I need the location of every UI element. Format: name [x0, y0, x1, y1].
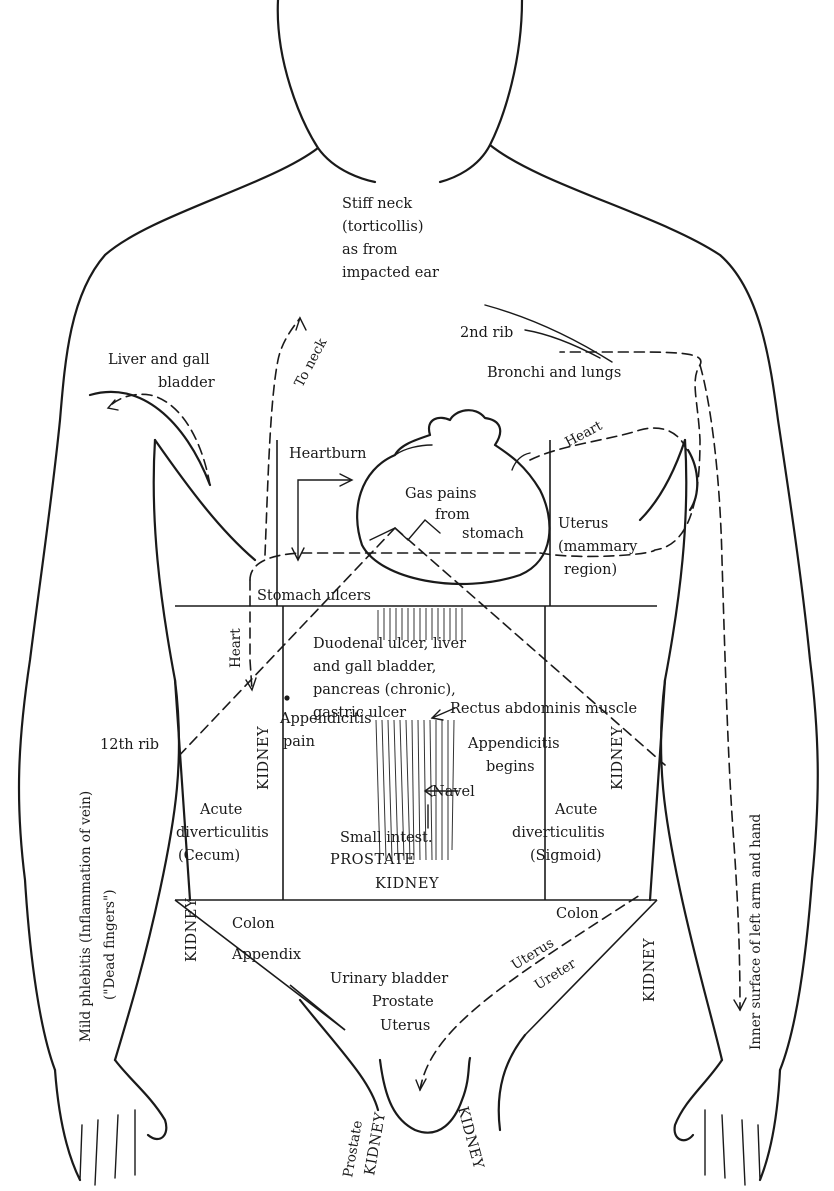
label-uterus-mammary-3: region) — [564, 562, 617, 578]
label-urinary-bladder: Urinary bladder — [330, 971, 448, 987]
label-colon-left: Colon — [232, 916, 275, 932]
label-heart-left: Heart — [228, 628, 244, 668]
label-appendix: Appendix — [231, 947, 301, 963]
label-prostate-lower: Prostate — [372, 994, 434, 1010]
label-bronchi-lungs: Bronchi and lungs — [487, 365, 621, 381]
label-duodenal-2: and gall bladder, — [313, 659, 436, 675]
label-inner-surface: Inner surface of left arm and hand — [748, 813, 764, 1050]
label-uterus-lower: Uterus — [380, 1018, 430, 1034]
label-navel: Navel — [432, 784, 475, 800]
label-liver-gall-2: bladder — [158, 375, 215, 391]
label-kidney-center: KIDNEY — [375, 876, 439, 892]
label-duodenal-1: Duodenal ulcer, liver — [313, 636, 466, 652]
label-kidney-bottom-left: KIDNEY — [362, 1111, 389, 1177]
label-to-neck: To neck — [291, 335, 330, 390]
label-acute-div-left-1: Acute — [199, 802, 242, 818]
label-appendicitis-begins-1: Appendicitis — [467, 736, 560, 752]
label-stiff-neck-4: impacted ear — [342, 265, 439, 281]
label-uterus-mammary-1: Uterus — [558, 516, 608, 532]
label-appendicitis-begins-2: begins — [486, 759, 535, 775]
label-gas-pains-3: stomach — [462, 526, 524, 542]
label-acute-div-left-3: (Cecum) — [178, 848, 240, 864]
label-kidney-lower-left: KIDNEY — [184, 898, 200, 962]
label-rectus: Rectus abdominis muscle — [450, 701, 637, 717]
labels: Stiff neck (torticollis) as from impacte… — [78, 196, 764, 1179]
label-appendicitis-pain-1: Appendicitis — [279, 711, 372, 727]
label-acute-div-right-1: Acute — [554, 802, 597, 818]
label-colon-right: Colon — [556, 906, 599, 922]
label-stiff-neck-2: (torticollis) — [342, 219, 423, 235]
label-kidney-bottom-right: KIDNEY — [454, 1105, 486, 1171]
label-2nd-rib: 2nd rib — [460, 325, 513, 341]
appendicitis-point — [284, 695, 289, 700]
label-stomach-ulcers: Stomach ulcers — [257, 588, 371, 604]
label-appendicitis-pain-2: pain — [283, 734, 315, 750]
label-gas-pains-2: from — [435, 507, 470, 523]
label-stiff-neck-3: as from — [342, 242, 398, 258]
label-acute-div-right-2: diverticulitis — [512, 825, 605, 841]
label-kidney-lower-right: KIDNEY — [642, 938, 658, 1002]
label-kidney-left: KIDNEY — [256, 726, 272, 790]
label-12th-rib: 12th rib — [100, 737, 159, 753]
label-gas-pains-1: Gas pains — [405, 486, 477, 502]
label-liver-gall-1: Liver and gall — [108, 352, 210, 368]
label-stiff-neck-1: Stiff neck — [342, 196, 412, 212]
label-dead-fingers: ("Dead fingers") — [102, 890, 118, 1000]
label-duodenal-3: pancreas (chronic), — [313, 682, 456, 698]
label-uterus-mammary-2: (mammary — [558, 539, 638, 555]
label-small-intest: Small intest. — [340, 830, 432, 846]
label-acute-div-right-3: (Sigmoid) — [530, 848, 602, 864]
label-acute-div-left-2: diverticulitis — [176, 825, 269, 841]
label-heartburn: Heartburn — [289, 446, 367, 462]
label-kidney-right: KIDNEY — [610, 726, 626, 790]
label-heart-top: Heart — [562, 418, 605, 451]
label-prostate-caps: PROSTATE — [330, 852, 415, 868]
label-mild-phlebitis: Mild phlebitis (Inflammation of vein) — [78, 791, 94, 1042]
